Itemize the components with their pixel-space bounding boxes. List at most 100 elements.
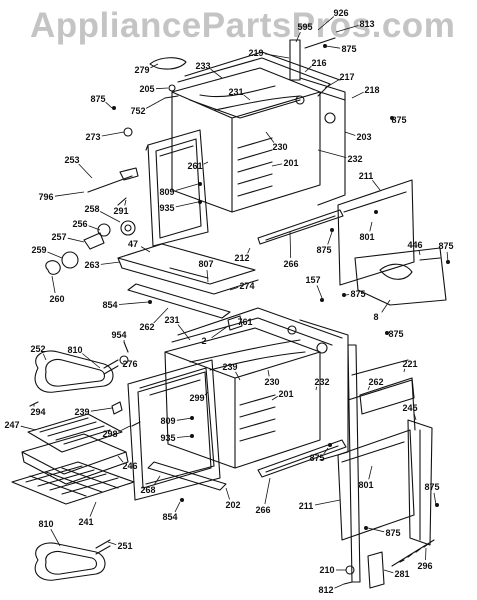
- leader-line-809: [176, 417, 193, 421]
- leader-line-935: [175, 201, 199, 208]
- part-callout-935: 935: [159, 203, 174, 213]
- leader-line-296: [425, 547, 427, 561]
- part-callout-201: 201: [283, 158, 298, 168]
- part-callout-262: 262: [139, 322, 154, 332]
- part-callout-259: 259: [31, 245, 46, 255]
- part-callout-266: 266: [255, 505, 270, 515]
- leader-line-221: [403, 368, 405, 373]
- part-callout-875: 875: [424, 482, 439, 492]
- part-callout-212: 212: [234, 253, 249, 263]
- part-callout-230: 230: [272, 142, 287, 152]
- leader-line-245: [413, 413, 417, 421]
- leader-line-232: [317, 149, 347, 158]
- upper-oven-cavity: [171, 51, 346, 213]
- part-callout-279: 279: [134, 65, 149, 75]
- upper-oven-door-frame: [145, 129, 209, 247]
- leader-line-239: [90, 407, 113, 412]
- leader-line-291: [124, 199, 127, 206]
- part-callout-807: 807: [198, 259, 213, 269]
- leader-line-875: [323, 447, 329, 455]
- watermark: AppliancePartsPros.com: [30, 6, 456, 45]
- leader-line-935: [176, 435, 193, 438]
- trim-bar-262: [127, 283, 231, 319]
- leader-line-211: [314, 499, 341, 506]
- leader-line-201: [271, 396, 278, 401]
- part-callout-809: 809: [159, 187, 174, 197]
- part-callout-47: 47: [128, 239, 138, 249]
- leader-line-875: [345, 294, 350, 296]
- part-callout-260: 260: [49, 294, 64, 304]
- part-callout-276: 276: [122, 359, 137, 369]
- leader-line-230: [267, 369, 270, 377]
- part-callout-245: 245: [402, 403, 417, 413]
- part-callout-298: 298: [102, 429, 117, 439]
- part-callout-203: 203: [356, 132, 371, 142]
- leader-line-796: [54, 191, 85, 197]
- part-callout-294: 294: [30, 407, 45, 417]
- part-callout-246: 246: [122, 461, 137, 471]
- leader-line-217: [324, 79, 340, 89]
- part-callout-801: 801: [359, 232, 374, 242]
- part-callout-935: 935: [160, 433, 175, 443]
- leader-line-2: [211, 325, 229, 339]
- leader-line-252: [42, 353, 47, 361]
- leader-line-203: [344, 131, 356, 136]
- part-callout-761: 761: [237, 317, 252, 327]
- leader-line-239: [235, 371, 241, 381]
- leader-line-205: [155, 87, 169, 90]
- lower-oven-cavity: [164, 307, 349, 469]
- part-callout-219: 219: [248, 48, 263, 58]
- leader-line-875: [433, 492, 437, 506]
- leader-line-211: [372, 179, 381, 191]
- part-callout-233: 233: [195, 61, 210, 71]
- upper-lower-trim-266: [257, 209, 344, 245]
- part-callout-216: 216: [311, 58, 326, 68]
- leader-line-247: [20, 425, 37, 431]
- vertical-strip: [347, 344, 361, 583]
- leader-line-47: [140, 246, 151, 253]
- part-callout-261: 261: [187, 161, 202, 171]
- leader-line-801: [369, 221, 373, 232]
- leader-line-202: [225, 487, 230, 500]
- leader-line-875: [367, 527, 385, 533]
- broiler-pan-insert-247: [27, 413, 123, 453]
- leader-line-595: [295, 31, 301, 43]
- part-callout-230: 230: [264, 377, 279, 387]
- part-callout-296: 296: [417, 561, 432, 571]
- broil-element-252: [34, 350, 119, 393]
- part-callout-2: 2: [201, 336, 206, 346]
- lower-door-gasket: [139, 367, 215, 485]
- part-callout-801: 801: [358, 480, 373, 490]
- leader-line-810: [50, 528, 61, 547]
- leader-line-260: [51, 275, 56, 294]
- part-callout-446: 446: [407, 240, 422, 250]
- lower-front-rail-268: [147, 461, 227, 491]
- leader-line-266: [289, 231, 292, 259]
- part-callout-812: 812: [318, 585, 333, 595]
- broiler-pan-246: [21, 433, 129, 485]
- leader-line-298: [118, 425, 131, 433]
- leader-line-263: [100, 261, 121, 265]
- leader-line-268: [153, 475, 161, 486]
- part-callout-875: 875: [350, 289, 365, 299]
- leader-line-299: [204, 391, 209, 396]
- part-callout-854: 854: [162, 512, 177, 522]
- screw-dots: [112, 44, 450, 530]
- leader-line-812: [334, 583, 345, 589]
- part-callout-218: 218: [364, 85, 379, 95]
- part-callout-266: 266: [283, 259, 298, 269]
- part-callout-251: 251: [117, 541, 132, 551]
- part-callout-752: 752: [130, 106, 145, 116]
- leader-line-875: [327, 231, 333, 245]
- part-callout-875: 875: [388, 329, 403, 339]
- upper-control-parts: [45, 37, 336, 275]
- part-callout-262: 262: [368, 377, 383, 387]
- leader-line-232: [315, 386, 317, 391]
- leader-line-253: [78, 163, 93, 179]
- part-callout-205: 205: [139, 84, 154, 94]
- leader-line-259: [47, 251, 63, 259]
- part-callout-232: 232: [314, 377, 329, 387]
- part-callout-263: 263: [84, 260, 99, 270]
- leader-line-875: [446, 251, 449, 263]
